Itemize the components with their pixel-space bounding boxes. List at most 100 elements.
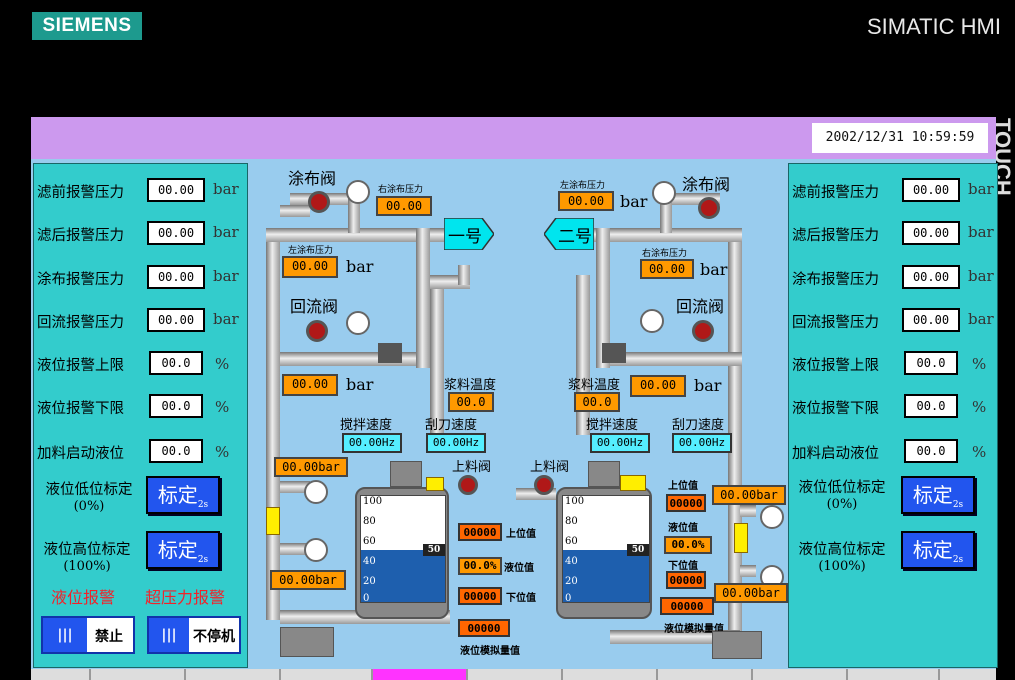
row-label: 加料启动液位 xyxy=(792,446,879,462)
scraper-speed-value: 00.00Hz xyxy=(426,433,486,453)
analog-value: 00000 xyxy=(660,597,714,615)
unit-label: bar xyxy=(700,260,728,279)
postfilter-alarm-pressure-input-2[interactable]: 00.00 xyxy=(902,221,960,245)
unit-label: bar xyxy=(346,257,374,276)
line-2-tag: 二号 xyxy=(543,217,595,251)
tab-3[interactable] xyxy=(186,669,281,680)
low-calibrate-button-2[interactable]: 标定2s xyxy=(901,476,975,514)
level-reading: 50 xyxy=(423,544,445,556)
level-alarm-upper-input[interactable]: 00.0 xyxy=(149,351,203,375)
return-valve-icon[interactable] xyxy=(692,320,714,342)
hand-valve-icon[interactable] xyxy=(602,343,626,363)
unit-label: bar xyxy=(213,223,239,241)
high-calibrate-button[interactable]: 标定2s xyxy=(146,531,220,569)
tab-7[interactable] xyxy=(563,669,658,680)
level-alarm-lower-input[interactable]: 00.0 xyxy=(149,394,203,418)
stir-speed-value: 00.00Hz xyxy=(590,433,650,453)
tab-6[interactable] xyxy=(468,669,563,680)
feed-valve-icon[interactable] xyxy=(534,475,554,495)
feed-valve-label: 上料阀 xyxy=(452,460,492,475)
tank-level-window: 100 80 60 40 20 0 50 xyxy=(562,495,650,604)
left-row-3: 回流报警压力 00.00 bar xyxy=(35,308,247,334)
low-calibration-label-2: 液位低位标定 (0%) xyxy=(798,480,886,512)
level-alarm-upper-input-2[interactable]: 00.0 xyxy=(904,351,958,375)
lower-value-label: 下位值 xyxy=(668,561,698,572)
left-settings-panel xyxy=(33,163,248,668)
row-label: 液位报警上限 xyxy=(792,358,879,374)
toggle-bar-icon: ||| xyxy=(43,618,87,652)
left-row-4: 液位报警上限 00.0 % xyxy=(35,351,247,377)
right-row-4: 液位报警上限 00.0 % xyxy=(790,351,996,377)
stir-speed-value: 00.00Hz xyxy=(342,433,402,453)
stir-speed-label: 搅拌速度 xyxy=(586,418,639,433)
left-coat-pressure-label: 左涂布压力 xyxy=(288,246,334,256)
unit-label: % xyxy=(972,398,987,416)
prefilter-alarm-pressure-input[interactable]: 00.00 xyxy=(147,178,205,202)
top-pressure-value: 00.00bar xyxy=(712,485,786,505)
prohibit-toggle[interactable]: ||| 禁止 xyxy=(41,616,135,654)
right-row-0: 滤前报警压力 00.00 bar xyxy=(790,178,996,204)
toggle-bar-icon: ||| xyxy=(149,618,189,652)
tab-4[interactable] xyxy=(281,669,373,680)
unit-label: bar xyxy=(968,267,994,285)
line-1-tag: 一号 xyxy=(443,217,495,251)
level-alarm-lower-input-2[interactable]: 00.0 xyxy=(904,394,958,418)
pressure-gauge-icon xyxy=(652,181,676,205)
return-pressure-value: 00.00 xyxy=(630,375,686,397)
hand-valve-icon[interactable] xyxy=(378,343,402,363)
coat-valve-icon[interactable] xyxy=(698,197,720,219)
tab-1[interactable] xyxy=(31,669,91,680)
return-alarm-pressure-input[interactable]: 00.00 xyxy=(147,308,205,332)
tab-10[interactable] xyxy=(848,669,940,680)
touch-label: TOUCH xyxy=(996,118,1015,196)
lower-value: 00000 xyxy=(666,571,706,589)
pressure-gauge-icon xyxy=(760,505,784,529)
tab-2[interactable] xyxy=(91,669,186,680)
unit-label: % xyxy=(215,398,230,416)
postfilter-alarm-pressure-input[interactable]: 00.00 xyxy=(147,221,205,245)
right-coat-pressure-label: 右涂布压力 xyxy=(378,185,424,195)
row-label: 回流报警压力 xyxy=(792,315,879,331)
pump-icon xyxy=(280,627,334,657)
row-label: 滤后报警压力 xyxy=(792,228,879,244)
tank-lid-icon xyxy=(426,477,444,491)
coating-alarm-pressure-input[interactable]: 00.00 xyxy=(147,265,205,289)
return-valve-icon[interactable] xyxy=(306,320,328,342)
no-stop-toggle[interactable]: ||| 不停机 xyxy=(147,616,241,654)
left-row-2: 涂布报警压力 00.00 bar xyxy=(35,265,247,291)
tab-8[interactable] xyxy=(658,669,753,680)
right-coat-pressure-label: 右涂布压力 xyxy=(642,249,688,259)
slurry-temp-value: 00.0 xyxy=(574,392,620,412)
unit-label: bar xyxy=(213,267,239,285)
prefilter-alarm-pressure-input-2[interactable]: 00.00 xyxy=(902,178,960,202)
row-label: 滤前报警压力 xyxy=(37,185,124,201)
coating-alarm-pressure-input-2[interactable]: 00.00 xyxy=(902,265,960,289)
right-row-1: 滤后报警压力 00.00 bar xyxy=(790,221,996,247)
pump-icon xyxy=(712,631,762,659)
return-valve-label: 回流阀 xyxy=(290,297,339,316)
feed-start-level-input-2[interactable]: 00.0 xyxy=(904,439,958,463)
left-settings-rows: 滤前报警压力 00.00 bar 滤后报警压力 00.00 bar 涂布报警压力… xyxy=(35,166,247,666)
analog-value: 00000 xyxy=(458,619,510,637)
feed-start-level-input[interactable]: 00.0 xyxy=(149,439,203,463)
screen-tab-bar xyxy=(31,669,996,680)
unit-label: bar xyxy=(213,180,239,198)
stir-speed-label: 搅拌速度 xyxy=(340,418,393,433)
upper-value: 00000 xyxy=(666,494,706,512)
tab-9[interactable] xyxy=(753,669,848,680)
tab-5-active[interactable] xyxy=(373,669,468,680)
row-label: 液位报警下限 xyxy=(37,401,124,417)
high-calibrate-button-2[interactable]: 标定2s xyxy=(901,531,975,569)
row-label: 液位报警下限 xyxy=(792,401,879,417)
coat-valve-icon[interactable] xyxy=(308,191,330,213)
scraper-speed-label: 刮刀速度 xyxy=(425,418,478,433)
left-coat-pressure-value: 00.00 xyxy=(558,191,614,211)
tab-11[interactable] xyxy=(940,669,996,680)
left-row-5: 液位报警下限 00.0 % xyxy=(35,394,247,420)
low-calibrate-button[interactable]: 标定2s xyxy=(146,476,220,514)
upper-value-label: 上位值 xyxy=(506,529,536,540)
feed-valve-icon[interactable] xyxy=(458,475,478,495)
return-alarm-pressure-input-2[interactable]: 00.00 xyxy=(902,308,960,332)
level-alarm-indicator: 液位报警 xyxy=(51,588,116,607)
analog-value-label: 液位模拟量值 xyxy=(460,646,520,657)
